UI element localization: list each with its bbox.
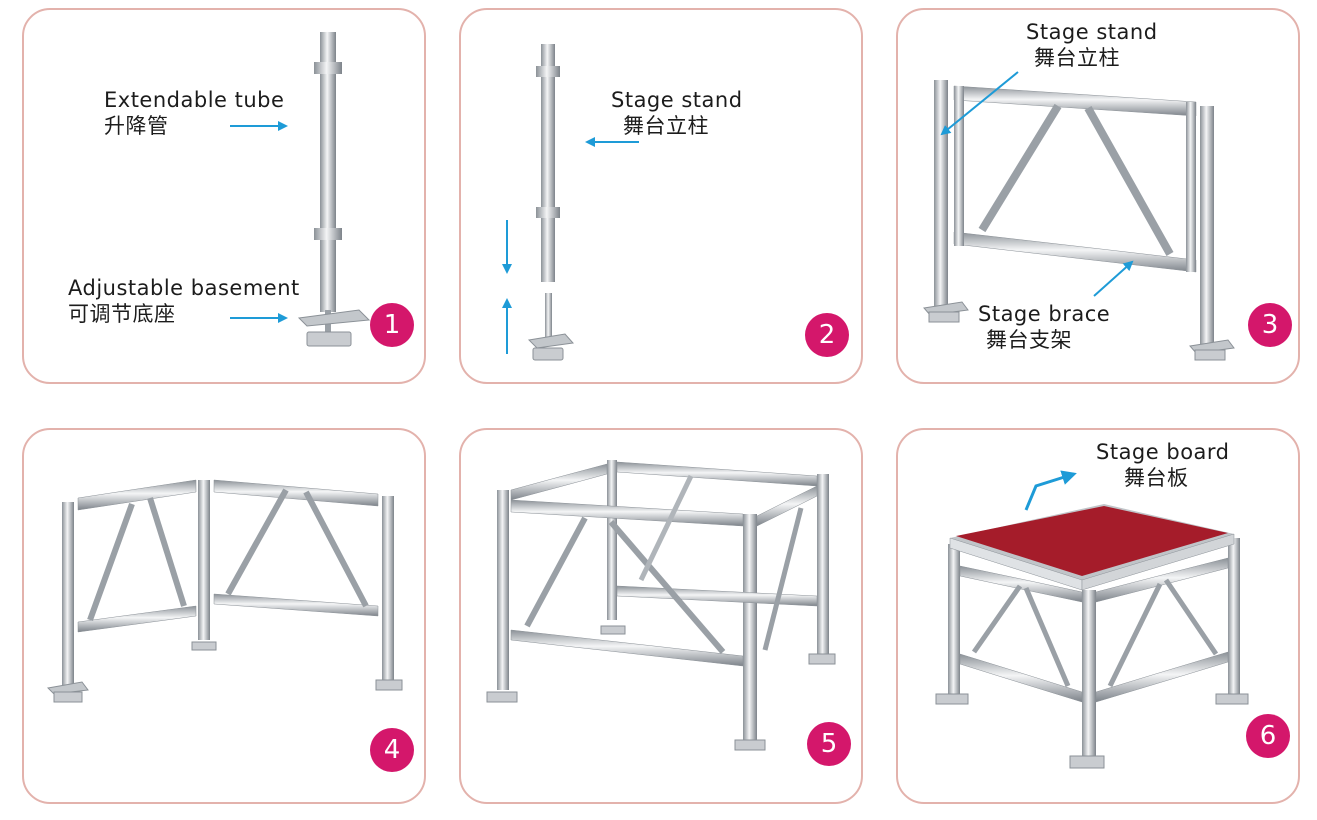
panel-5: 5: [459, 428, 863, 804]
stage-stand-label: Stage stand: [611, 88, 743, 112]
step-badge-1: 1: [370, 303, 414, 347]
stage-brace-label-cn: 舞台支架: [986, 328, 1072, 352]
stage-brace-label: Stage brace: [978, 302, 1111, 326]
extendable-tube-drawing: [230, 32, 371, 347]
panel-6: Stage board 舞台板 6: [896, 428, 1300, 804]
step-badge-6: 6: [1246, 714, 1290, 758]
step-badge-2: 2: [805, 313, 849, 357]
panel-4: 4: [22, 428, 426, 804]
two-braces-assembly-drawing: [46, 479, 403, 703]
extendable-tube-label: Extendable tube: [104, 88, 285, 112]
stage-stand-label-cn: 舞台立柱: [1034, 46, 1120, 70]
adjustable-basement-label-cn: 可调节底座: [68, 302, 176, 326]
stage-board-label: Stage board: [1096, 440, 1230, 464]
stage-stand-label-cn: 舞台立柱: [623, 114, 709, 138]
step-badge-4: 4: [370, 728, 414, 772]
panel-1: Extendable tube 升降管 Adjustable basement …: [22, 8, 426, 384]
stage-board-label-cn: 舞台板: [1124, 466, 1189, 490]
step-badge-3: 3: [1248, 303, 1292, 347]
stage-stand-label: Stage stand: [1026, 20, 1158, 44]
four-sided-frame-drawing: [486, 460, 836, 751]
panel-3: Stage stand 舞台立柱 Stage brace 舞台支架 3: [896, 8, 1300, 384]
completed-stage-drawing: [935, 470, 1249, 769]
step-badge-5: 5: [807, 722, 851, 766]
panel-2: Stage stand 舞台立柱 2: [459, 8, 863, 384]
stage-stand-drawing: [502, 44, 639, 361]
stage-stand-and-brace-drawing: [923, 71, 1235, 361]
adjustable-basement-label: Adjustable basement: [68, 276, 300, 300]
extendable-tube-label-cn: 升降管: [104, 114, 169, 138]
